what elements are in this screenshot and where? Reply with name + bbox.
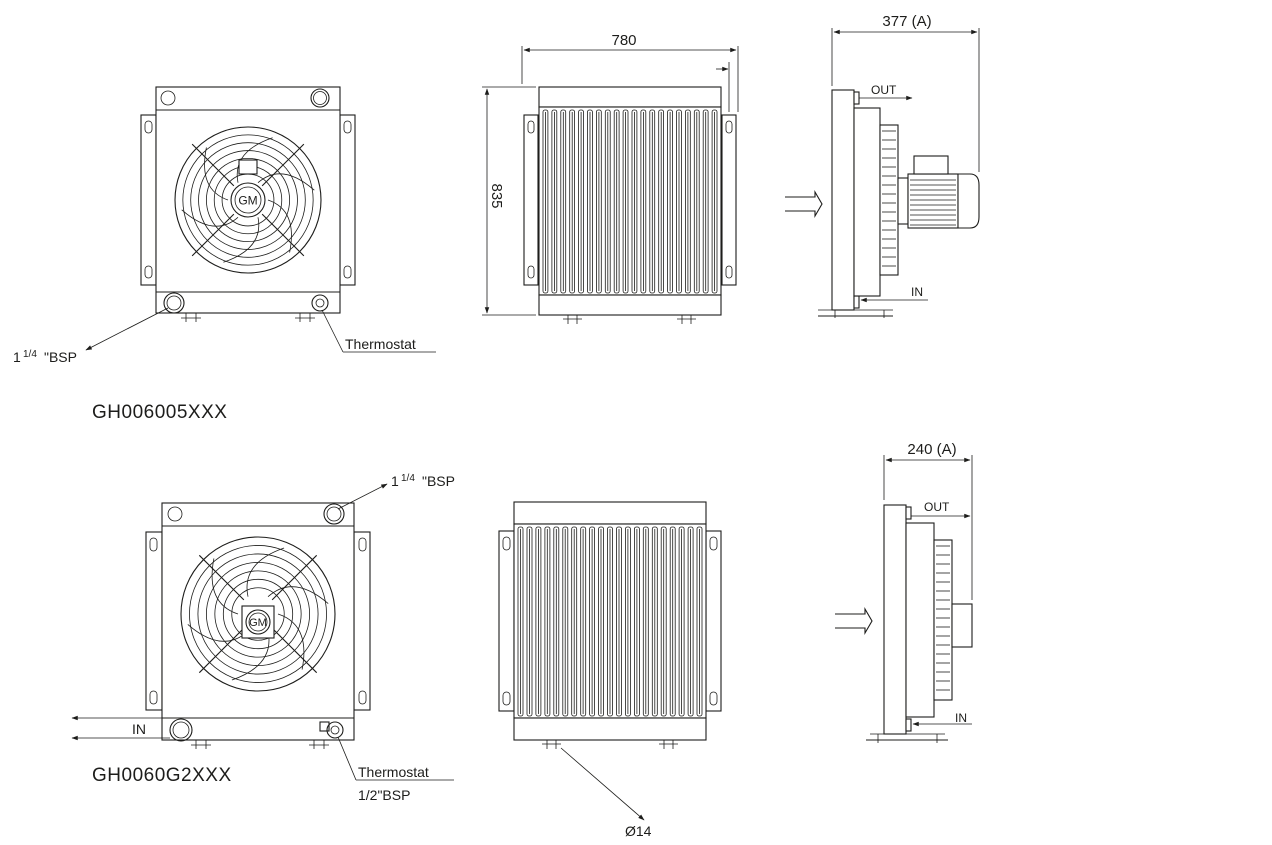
- model-code-top: GH006005XXX: [92, 402, 227, 423]
- fan-guard: [180, 536, 336, 692]
- bsp-whole: 1: [13, 349, 21, 365]
- bsp-fraction: 1/4: [23, 349, 37, 360]
- callout-bsp-top: 1 1/4 "BSP: [13, 307, 169, 365]
- dimension-depth-bottom: 240 (A): [883, 441, 973, 600]
- header-tank-bottom: [538, 294, 722, 316]
- thermostat-port: [311, 294, 329, 312]
- slot-hole: [343, 265, 352, 279]
- bsp-unit: "BSP: [44, 349, 77, 365]
- callout-bsp-bottom: 1 1/4 "BSP: [337, 473, 455, 510]
- fan-guard: [174, 126, 322, 274]
- mounting-bracket-right: [353, 531, 371, 711]
- in-arrow-bottom: IN: [912, 711, 972, 727]
- profile-view-top: [785, 89, 980, 318]
- fan-hub: [245, 609, 271, 635]
- mounting-bracket-left: [523, 114, 539, 286]
- dimension-height: 835: [482, 86, 536, 316]
- fan-guard-side: [879, 124, 899, 276]
- thermostat-label: Thermostat: [345, 336, 416, 352]
- model-code-bottom: GH0060G2XXX: [92, 765, 232, 786]
- bsp-fraction: 1/4: [401, 473, 415, 484]
- core-fins: [542, 109, 718, 294]
- mounting-bracket-left: [145, 531, 163, 711]
- side-view-top: [523, 86, 737, 324]
- in-arrows-bottom: IN: [71, 715, 170, 741]
- airflow-arrow: [785, 189, 823, 219]
- motor-mount: [238, 159, 258, 175]
- front-view-top: GM: [140, 86, 356, 322]
- mounting-bracket-right: [339, 114, 356, 286]
- port-hole: [310, 88, 330, 108]
- cooler-edge: [831, 89, 855, 311]
- cooler-edge: [883, 504, 907, 735]
- slot-hole: [144, 265, 153, 279]
- dimension-depth-top: 377 (A): [831, 13, 980, 172]
- front-view-bottom: GM: [145, 502, 371, 749]
- mounting-bracket-left: [498, 530, 515, 712]
- slot-hole: [343, 120, 352, 134]
- bsp-unit: "BSP: [422, 473, 455, 489]
- mounting-bracket-right: [721, 114, 737, 286]
- airflow-arrow: [835, 606, 873, 636]
- width-value: 780: [611, 32, 636, 49]
- thermostat-thread: 1/2"BSP: [358, 787, 410, 803]
- thermostat-port: [326, 721, 344, 739]
- fan-hub: [230, 182, 266, 218]
- in-label: IN: [911, 285, 923, 299]
- callout-hole: Ø14: [560, 747, 652, 839]
- depth-value-top: 377 (A): [882, 13, 931, 30]
- brand-logo: GM: [238, 194, 257, 208]
- port-hole: [323, 503, 345, 525]
- header-tank-top: [513, 501, 707, 525]
- in-arrow-top: IN: [860, 285, 928, 303]
- mounting-bracket-right: [705, 530, 722, 712]
- core: [538, 106, 722, 296]
- port-hole: [160, 90, 176, 106]
- depth-value-bottom: 240 (A): [907, 441, 956, 458]
- hole-diameter: Ø14: [625, 823, 652, 839]
- fan-shroud: [905, 522, 935, 718]
- out-arrow-bottom: OUT: [911, 500, 971, 519]
- callout-thermostat-bottom: Thermostat 1/2"BSP: [337, 736, 454, 803]
- in-label: IN: [955, 711, 967, 725]
- out-label: OUT: [924, 500, 950, 514]
- terminal-box: [913, 155, 949, 175]
- brand-logo: GM: [249, 617, 267, 629]
- inlet-port: [169, 718, 193, 742]
- inlet-port: [163, 292, 185, 314]
- thermostat-label: Thermostat: [358, 764, 429, 780]
- fan-shroud: [853, 107, 881, 297]
- core-fins: [517, 526, 703, 717]
- callout-thermostat-top: Thermostat: [321, 309, 436, 353]
- dimension-width: 780: [521, 32, 739, 112]
- out-arrow-top: OUT: [859, 83, 913, 101]
- mounting-bracket-left: [140, 114, 157, 286]
- header-tank-bottom: [513, 717, 707, 741]
- in-label: IN: [132, 721, 146, 737]
- side-view-bottom: [498, 501, 722, 749]
- header-tank-top: [538, 86, 722, 108]
- bsp-whole: 1: [391, 473, 399, 489]
- height-value: 835: [488, 183, 505, 208]
- slot-hole: [144, 120, 153, 134]
- motor: [951, 603, 973, 648]
- out-label: OUT: [871, 83, 897, 97]
- profile-view-bottom: [835, 504, 973, 743]
